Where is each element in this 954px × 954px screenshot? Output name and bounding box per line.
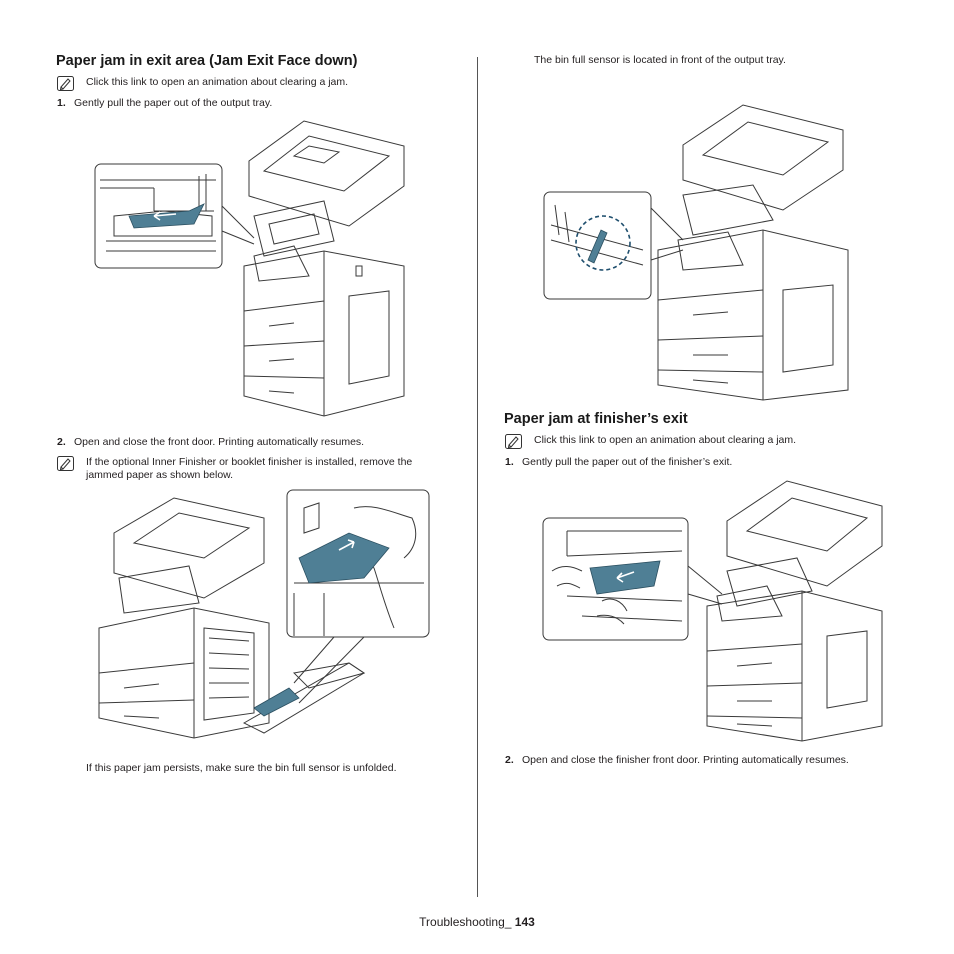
step-2-left-text: Open and close the front door. Printing … (74, 436, 365, 448)
step-1-left-text: Gently pull the paper out of the output … (74, 97, 273, 109)
note-finisher-line-1: If the optional Inner Finisher or bookle… (86, 456, 413, 468)
step-1-right-number: 1. (505, 456, 514, 468)
note-link-text-left[interactable]: Click this link to open an animation abo… (86, 76, 349, 88)
note-pencil-icon (57, 456, 74, 471)
column-divider (477, 57, 478, 897)
footer-page-number: 143 (514, 915, 535, 929)
heading-exit-face-down: Paper jam in exit area (Jam Exit Face do… (56, 53, 358, 69)
note-link-text-right[interactable]: Click this link to open an animation abo… (534, 434, 797, 446)
illustration-side-door-jam (98, 489, 430, 739)
illustration-bin-full-sensor (543, 104, 849, 401)
step-2-right-text: Open and close the finisher front door. … (522, 754, 849, 766)
note-finisher-installed: If the optional Inner Finisher or bookle… (86, 456, 412, 482)
step-1-right: 1. Gently pull the paper out of the finis… (505, 456, 732, 469)
step-1-right-text: Gently pull the paper out of the finishe… (522, 456, 733, 468)
note-pencil-icon[interactable] (57, 76, 74, 91)
step-2-right-number: 2. (505, 754, 514, 766)
heading-finisher-exit: Paper jam at finisher’s exit (504, 411, 688, 427)
note-pencil-icon[interactable] (505, 434, 522, 449)
illustration-output-tray-jam (94, 120, 405, 417)
illustration-finisher-exit-jam (542, 480, 883, 742)
bin-full-sensor-text: The bin full sensor is located in front … (534, 54, 786, 66)
step-2-right: 2. Open and close the finisher front door… (505, 754, 849, 767)
persist-text: If this paper jam persists, make sure th… (86, 762, 397, 774)
step-2-left: 2. Open and close the front door. Printin… (57, 436, 364, 449)
footer-section: Troubleshooting_ (419, 915, 512, 929)
note-finisher-line-2: jammed paper as shown below. (86, 469, 234, 481)
step-1-left: 1. Gently pull the paper out of the outpu… (57, 97, 272, 110)
step-2-left-number: 2. (57, 436, 66, 448)
step-1-left-number: 1. (57, 97, 66, 109)
page-footer: Troubleshooting_ 143 (0, 915, 954, 929)
